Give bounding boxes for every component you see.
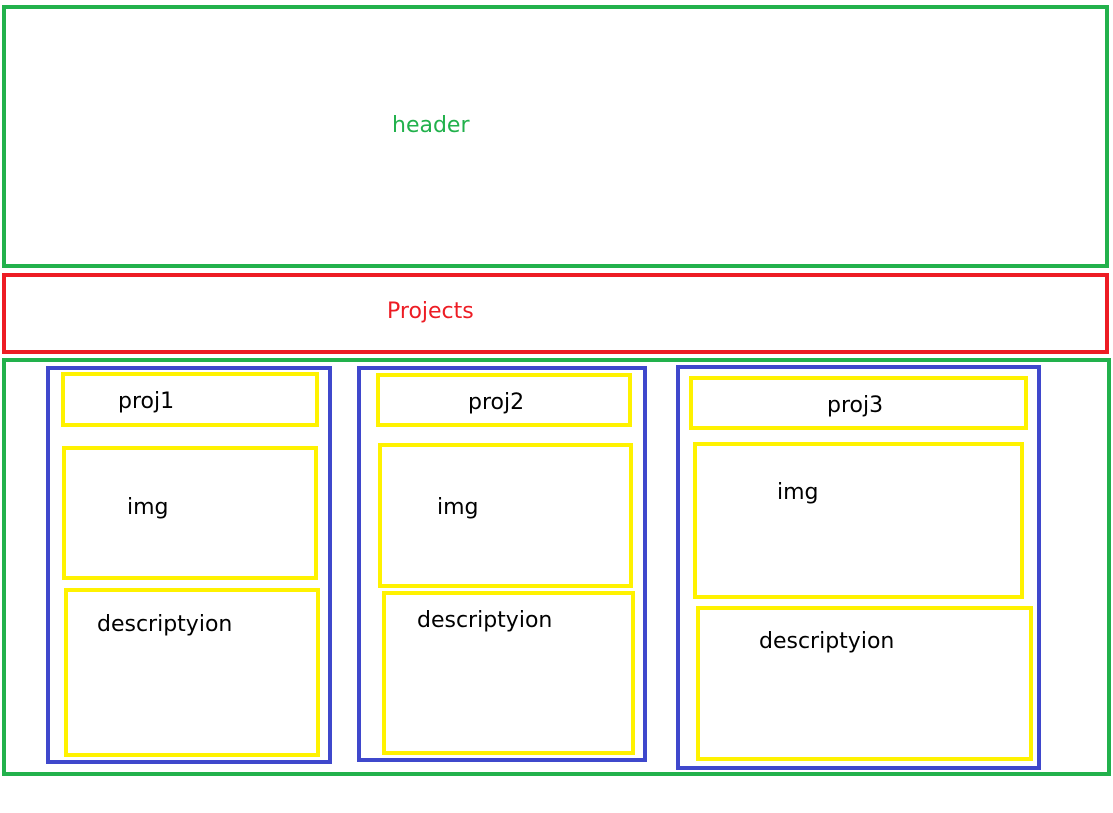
project-img-box bbox=[378, 443, 633, 588]
project-title-box bbox=[376, 373, 632, 427]
header-label: header bbox=[392, 113, 470, 138]
project-description-box bbox=[382, 591, 635, 755]
project-img-label: img bbox=[437, 495, 479, 520]
project-title: proj3 bbox=[827, 393, 884, 418]
project-card bbox=[46, 366, 332, 764]
project-description-label: descriptyion bbox=[759, 629, 895, 654]
project-title: proj1 bbox=[118, 389, 175, 414]
project-description-box bbox=[64, 588, 320, 757]
project-card bbox=[676, 365, 1041, 770]
project-description-box bbox=[696, 606, 1033, 761]
projects-label: Projects bbox=[387, 299, 474, 324]
projects-container bbox=[2, 358, 1111, 776]
project-img-label: img bbox=[777, 480, 819, 505]
project-img-box bbox=[62, 446, 318, 580]
project-title-box bbox=[689, 376, 1028, 430]
project-title: proj2 bbox=[468, 390, 525, 415]
project-img-label: img bbox=[127, 495, 169, 520]
project-title-box bbox=[61, 372, 319, 427]
header-box bbox=[2, 5, 1109, 268]
project-description-label: descriptyion bbox=[417, 608, 553, 633]
project-description-label: descriptyion bbox=[97, 612, 233, 637]
projects-bar bbox=[2, 273, 1109, 354]
project-card bbox=[357, 366, 647, 762]
project-img-box bbox=[693, 442, 1024, 599]
